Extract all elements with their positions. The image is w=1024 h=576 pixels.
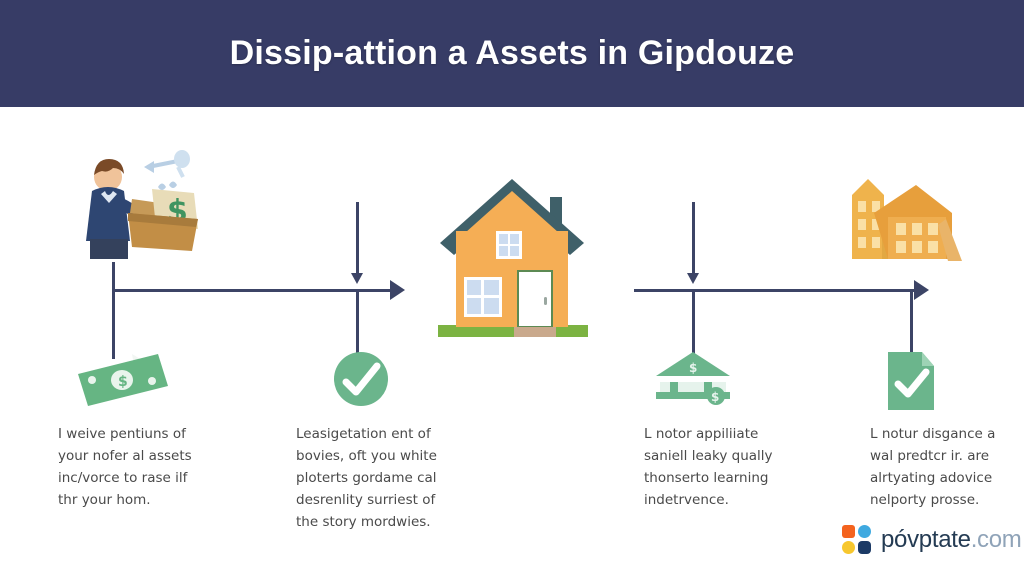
logo-text: póvptate.com	[881, 526, 1022, 554]
brand-logo[interactable]: póvptate.com	[842, 525, 1022, 555]
logo-brand-name: póvptate	[881, 526, 971, 553]
logo-square-bottom-right	[858, 541, 871, 554]
document-check-icon	[884, 350, 938, 412]
logo-mark-icon	[842, 525, 872, 555]
person-box-money-icon: $	[70, 147, 210, 267]
step-caption-3: L notor appiliiate saniell leaky qually …	[644, 426, 773, 508]
down-arrow-icon-1	[351, 202, 363, 284]
timeline-connector-3	[692, 289, 695, 357]
svg-text:$: $	[711, 390, 719, 404]
logo-tld: .com	[970, 526, 1022, 553]
infographic-canvas: $	[0, 107, 1024, 576]
logo-circle-top-right	[858, 525, 871, 538]
house-icon	[432, 169, 592, 347]
timeline-rail-left	[112, 289, 398, 292]
timeline-connector-4	[910, 289, 913, 357]
page-title: Dissip-attion a Assets in Gipdouze	[229, 34, 795, 72]
step-caption-1: I weive pentiuns of your nofer al assets…	[58, 426, 192, 508]
timeline-arrowhead-right	[914, 280, 929, 300]
svg-text:$: $	[689, 361, 697, 375]
down-arrow-icon-2	[687, 202, 699, 284]
step-caption-2: Leasigetation ent of bovies, oft you whi…	[296, 426, 437, 530]
header-banner: Dissip-attion a Assets in Gipdouze	[0, 0, 1024, 107]
timeline-rail-right	[634, 289, 922, 292]
timeline-arrowhead-left	[390, 280, 405, 300]
buildings-icon	[842, 167, 964, 273]
check-circle-icon	[332, 350, 390, 408]
logo-circle-bottom-left	[842, 541, 855, 554]
timeline-connector-2	[356, 289, 359, 359]
timeline-connector-1	[112, 289, 115, 359]
step-caption-4: L notur disgance a wal predtcr ir. are a…	[870, 426, 996, 508]
timeline-riser-1	[112, 262, 115, 291]
logo-square-top-left	[842, 525, 855, 538]
bank-icon: $ $	[654, 350, 732, 406]
svg-text:$: $	[118, 374, 128, 390]
banknote-icon: $	[72, 350, 182, 410]
